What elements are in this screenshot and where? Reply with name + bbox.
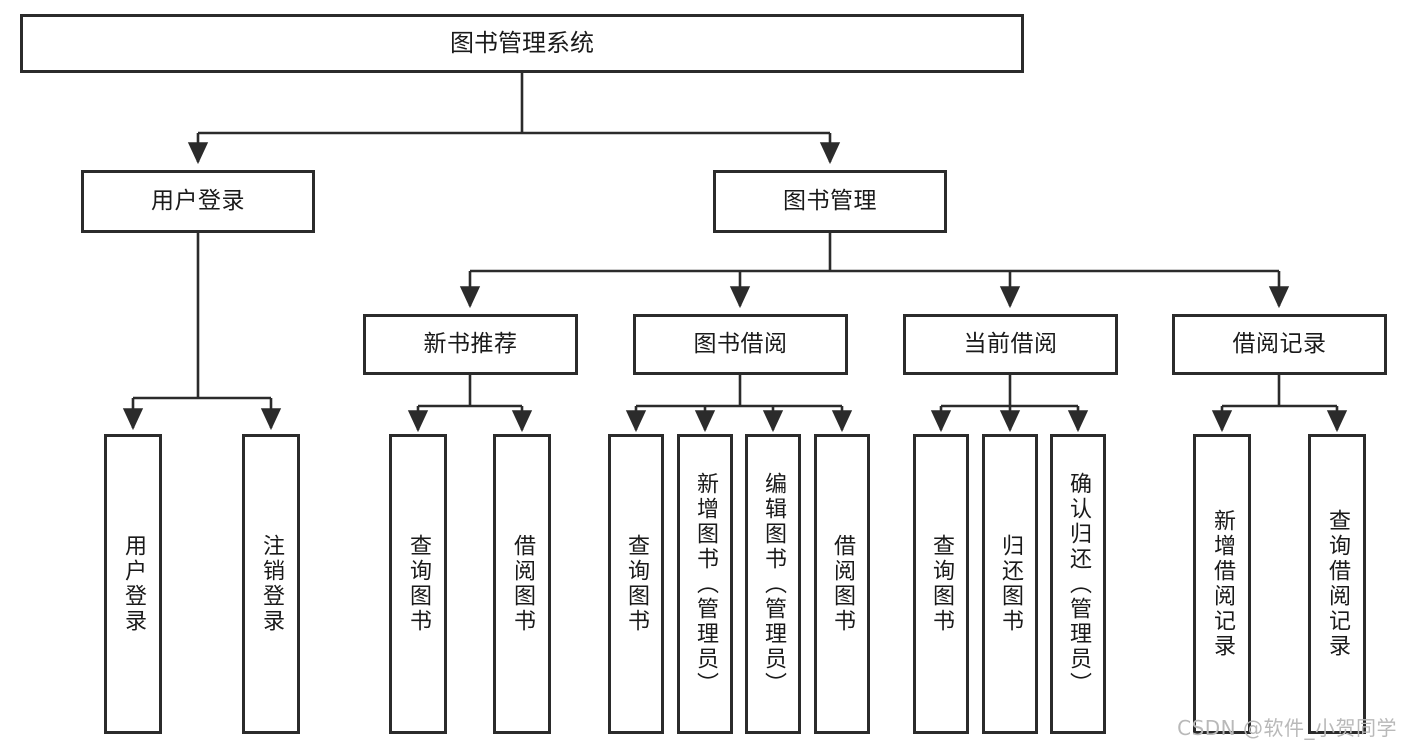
- node-book-borrow[interactable]: 图书借阅: [633, 314, 848, 375]
- node-label: 借阅记录: [1232, 330, 1327, 357]
- node-label: 图书借阅: [693, 330, 788, 357]
- node-label: 新书推荐: [423, 330, 518, 357]
- leaf-user-login-login[interactable]: 用户登录: [104, 434, 162, 734]
- node-label: 注销登录: [258, 534, 284, 634]
- node-label: 当前借阅: [963, 330, 1058, 357]
- leaf-new-book-query[interactable]: 查询图书: [389, 434, 447, 734]
- node-current-borrow[interactable]: 当前借阅: [903, 314, 1118, 375]
- node-label: 查询图书: [405, 534, 431, 634]
- node-label: 借阅图书: [509, 534, 535, 634]
- node-book-management[interactable]: 图书管理: [713, 170, 947, 233]
- leaf-user-login-logout[interactable]: 注销登录: [242, 434, 300, 734]
- node-label: 用户登录: [151, 187, 245, 214]
- node-label: 查询图书: [623, 534, 649, 634]
- node-label: 新增借阅记录: [1209, 509, 1235, 659]
- leaf-records-add-record[interactable]: 新增借阅记录: [1193, 434, 1251, 734]
- leaf-current-query-book[interactable]: 查询图书: [913, 434, 969, 734]
- leaf-borrow-borrow-book[interactable]: 借阅图书: [814, 434, 870, 734]
- node-label: 新增图书（管理员）: [692, 471, 718, 697]
- node-label: 编辑图书（管理员）: [760, 471, 786, 697]
- leaf-current-return-book[interactable]: 归还图书: [982, 434, 1038, 734]
- leaf-current-confirm-return-admin[interactable]: 确认归还（管理员）: [1050, 434, 1106, 734]
- node-label: 图书管理: [783, 187, 877, 214]
- node-label: 查询图书: [928, 534, 954, 634]
- watermark: CSDN @软件_小贺同学: [1177, 716, 1397, 740]
- leaf-borrow-add-book-admin[interactable]: 新增图书（管理员）: [677, 434, 733, 734]
- node-new-book-recommend[interactable]: 新书推荐: [363, 314, 578, 375]
- node-label: 确认归还（管理员）: [1065, 471, 1091, 697]
- node-root-system[interactable]: 图书管理系统: [20, 14, 1024, 73]
- leaf-borrow-query-book[interactable]: 查询图书: [608, 434, 664, 734]
- leaf-borrow-edit-book-admin[interactable]: 编辑图书（管理员）: [745, 434, 801, 734]
- node-borrow-records[interactable]: 借阅记录: [1172, 314, 1387, 375]
- node-label: 归还图书: [997, 534, 1023, 634]
- leaf-records-query-record[interactable]: 查询借阅记录: [1308, 434, 1366, 734]
- leaf-new-book-borrow[interactable]: 借阅图书: [493, 434, 551, 734]
- node-user-login[interactable]: 用户登录: [81, 170, 315, 233]
- node-label: 借阅图书: [829, 534, 855, 634]
- node-label: 用户登录: [120, 534, 146, 634]
- node-label: 查询借阅记录: [1324, 509, 1350, 659]
- node-label: 图书管理系统: [450, 29, 594, 58]
